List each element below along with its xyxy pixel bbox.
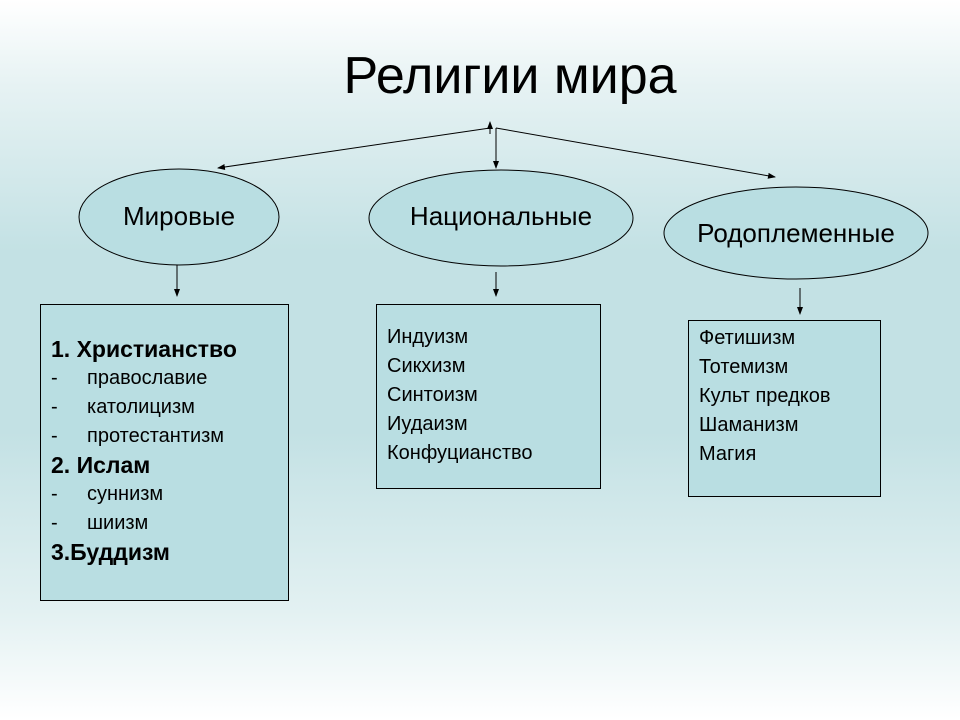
arrow-to-tribal [495,127,776,179]
dash-bullet: - [51,425,58,447]
ellipse-world [78,168,280,266]
dash-bullet: - [51,367,58,389]
religion-item: - суннизм [51,480,288,509]
item-text: католицизм [87,396,195,418]
religion-item: Тотемизм [699,356,789,378]
dash-bullet: - [51,396,58,418]
religion-item: Конфуцианство [387,442,533,464]
religion-item: Синтоизм [387,384,478,406]
religion-item: Шаманизм [699,414,799,436]
dash-bullet: - [51,483,58,505]
religion-item: 2. Ислам [51,452,151,478]
world-religions-box: 1. Христианство - православие - католицизм - п… [40,304,289,601]
religion-item: Культ предков [699,385,831,407]
page-title: Религии мира [343,47,677,105]
religion-item: 3.Буддизм [51,539,170,565]
item-text: суннизм [87,483,164,505]
item-text: шиизм [87,512,149,534]
religion-item: - православие [51,364,288,393]
ellipse-tribal [663,186,929,280]
category-world-label: Мировые [122,201,236,231]
religion-item: Индуизм [387,326,469,348]
religion-item: 1. Христианство [51,336,237,362]
religion-item: - протестантизм [51,422,288,451]
item-text: протестантизм [87,425,225,447]
ellipse-national [368,169,634,267]
religion-item: Сикхизм [387,355,466,377]
arrow-to-world [217,127,491,170]
category-tribal-label: Родоплеменные [697,218,895,248]
religion-item: Иудаизм [387,413,468,435]
category-national-label: Национальные [409,201,593,231]
religion-item: Магия [699,443,757,465]
religion-item: - католицизм [51,393,288,422]
religion-item: Фетишизм [699,327,796,349]
religion-item: - шиизм [51,509,288,538]
dash-bullet: - [51,512,58,534]
item-text: православие [87,367,208,389]
